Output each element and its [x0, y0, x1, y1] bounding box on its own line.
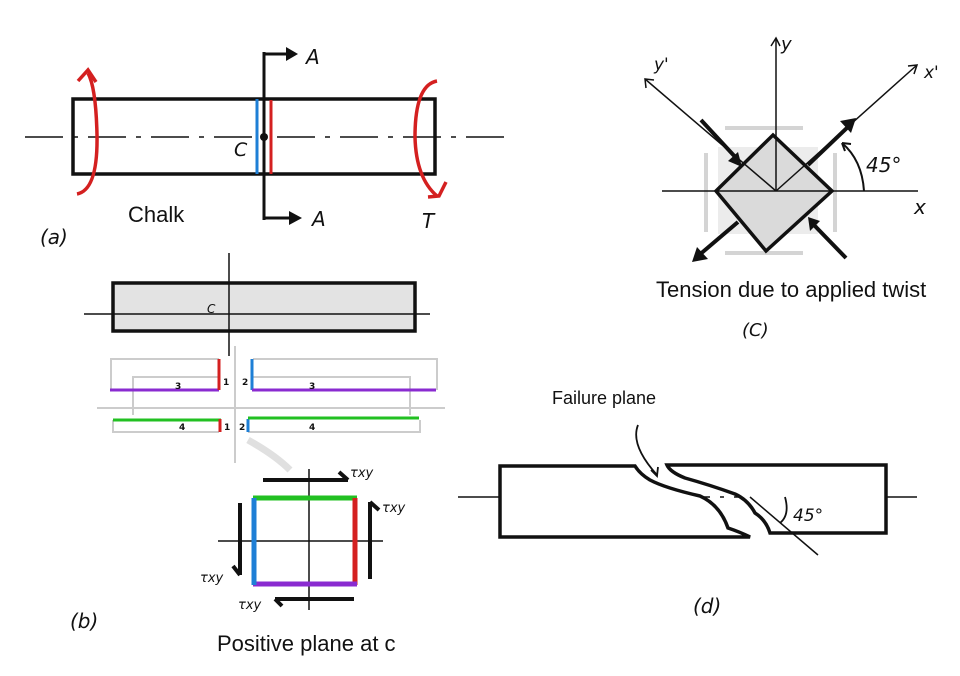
compression-arrowhead-lower-right-icon: [808, 217, 820, 231]
shear-arrow-right: [368, 500, 381, 579]
shear-arrow-top: [263, 470, 350, 482]
angle-label-45: 45°: [866, 153, 901, 177]
segment-label-4-right: 4: [309, 423, 315, 433]
shear-label-top: τxy: [350, 466, 374, 481]
fractured-bar-right: [664, 463, 888, 535]
segment-label-3-right: 3: [309, 382, 315, 392]
torque-right-arrowhead-icon: [427, 181, 448, 199]
section-cut-line: [262, 52, 295, 220]
segment-label-4-left: 4: [179, 423, 185, 433]
label-section-top: A: [304, 45, 320, 69]
angle-arc-45-d: [779, 496, 788, 524]
section-arrow-bottom-icon: [289, 211, 302, 225]
chalk-bar-outline: [71, 97, 437, 176]
compression-arrow-lower-right: [811, 222, 848, 260]
axis-label-x: x: [913, 195, 926, 219]
shear-arrow-bottom: [273, 597, 354, 608]
panel-b: C 3 1 2 3 4 1 2 4: [70, 253, 445, 656]
label-torque-t: T: [422, 209, 436, 233]
caption-tension: Tension due to applied twist: [656, 277, 926, 302]
tension-arrow-lower-left: [696, 220, 740, 258]
axis-label-x-prime: x': [923, 63, 939, 83]
failure-plane-leader: [635, 424, 658, 476]
panel-d: 45° Failure plane (d): [458, 388, 918, 618]
shear-label-right: τxy: [382, 501, 406, 516]
failure-plane-leader-arrow-icon: [650, 466, 659, 478]
label-point-c-b: C: [207, 302, 216, 316]
panel-b-label: (b): [70, 609, 98, 633]
label-point-c: C: [234, 139, 248, 161]
section-arrow-top-icon: [286, 47, 298, 61]
caption-positive-plane: Positive plane at c: [217, 631, 396, 656]
shear-label-bottom: τxy: [238, 598, 262, 613]
torque-left-arrow: [76, 72, 99, 196]
point-c-dot: [260, 133, 268, 141]
compression-arrowhead-upper-left-icon: [728, 152, 742, 167]
angle-arc-45: [841, 142, 865, 192]
axis-label-y: y: [780, 34, 792, 55]
label-section-bottom: A: [310, 207, 326, 231]
panel-a-label: (a): [40, 225, 68, 249]
annotation-failure-plane: Failure plane: [552, 388, 656, 408]
compression-arrow-upper-left: [699, 118, 740, 162]
shear-arrow-left: [231, 503, 242, 577]
torque-right-arrow: [413, 79, 439, 198]
tension-arrow-upper-right: [806, 123, 852, 167]
angle-arc-arrow-icon: [841, 142, 852, 152]
panel-c: 45° x y x' y' Tension due to applied twi…: [644, 34, 939, 341]
bar-cross-section: [111, 281, 417, 333]
ghost-guides: [97, 346, 445, 473]
panel-c-label: (C): [742, 320, 769, 341]
axis-x-prime-arrow-icon: [907, 64, 919, 75]
label-chalk: Chalk: [128, 202, 185, 227]
panel-a: A A C Chalk T (a): [25, 45, 508, 249]
panel-d-label: (d): [693, 594, 721, 618]
axis-y-arrow-icon: [770, 36, 781, 47]
segment-label-1-top: 1: [223, 378, 229, 388]
segment-label-3-left: 3: [175, 382, 181, 392]
tension-arrowhead-lower-left-icon: [692, 247, 708, 262]
tension-arrowhead-upper-right-icon: [840, 118, 856, 133]
axis-label-y-prime: y': [653, 55, 669, 75]
torque-left-arrowhead-icon: [76, 67, 98, 83]
axis-y-prime-arrow-icon: [644, 78, 655, 89]
shear-label-left: τxy: [200, 571, 224, 586]
segment-label-2-top: 2: [242, 378, 248, 388]
axis-y-prime: [644, 78, 777, 192]
fractured-bar-left: [498, 464, 751, 539]
angle-label-45-d: 45°: [793, 506, 823, 526]
failure-plane-45-line: [749, 496, 819, 556]
segment-label-1-bottom: 1: [224, 423, 230, 433]
segment-label-2-bottom: 2: [239, 423, 245, 433]
